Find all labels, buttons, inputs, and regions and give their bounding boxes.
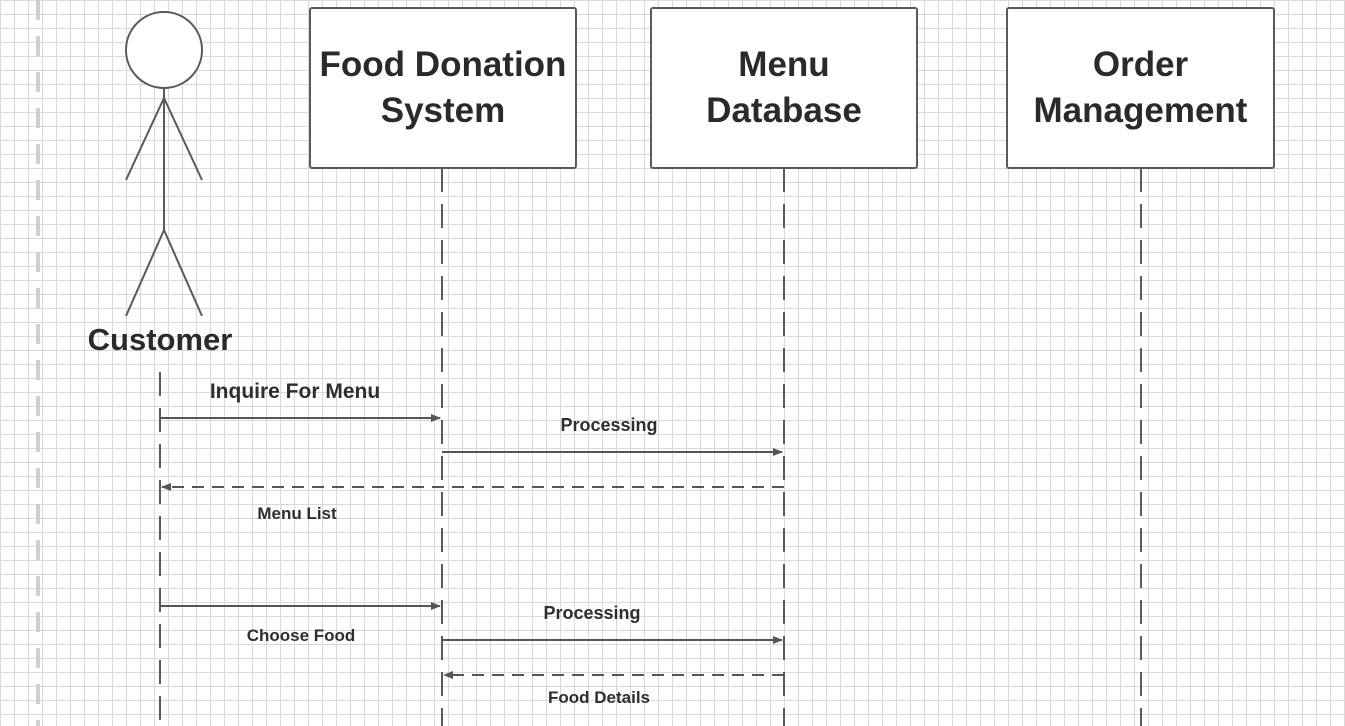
actor-arm-left xyxy=(125,97,165,181)
actor-arm-right xyxy=(163,97,203,181)
message-label-menu-list: Menu List xyxy=(257,504,337,523)
message-label-choose-food: Choose Food xyxy=(246,626,356,645)
participant-menu-database: Menu Database xyxy=(650,7,918,169)
actor-stick-figure xyxy=(125,11,203,317)
participant-title-line: Order xyxy=(1092,45,1189,84)
actor-label: Customer xyxy=(87,322,233,357)
message-label-processing-1: Processing xyxy=(560,415,658,435)
participant-order-management: Order Management xyxy=(1006,7,1275,169)
participant-title-line: Management xyxy=(1033,91,1248,130)
actor-leg-right xyxy=(163,229,203,317)
participant-food-donation-system: Food Donation System xyxy=(309,7,577,169)
actor-head xyxy=(125,11,203,89)
actor-leg-left xyxy=(125,229,165,317)
participant-title-line: Menu Database xyxy=(706,45,862,130)
participant-title-line: Food Donation xyxy=(319,45,567,84)
message-label-inquire-for-menu: Inquire For Menu xyxy=(209,380,381,403)
participant-title-line: System xyxy=(380,91,506,130)
message-label-processing-2: Processing xyxy=(543,603,641,623)
message-label-food-details: Food Details xyxy=(547,688,651,707)
